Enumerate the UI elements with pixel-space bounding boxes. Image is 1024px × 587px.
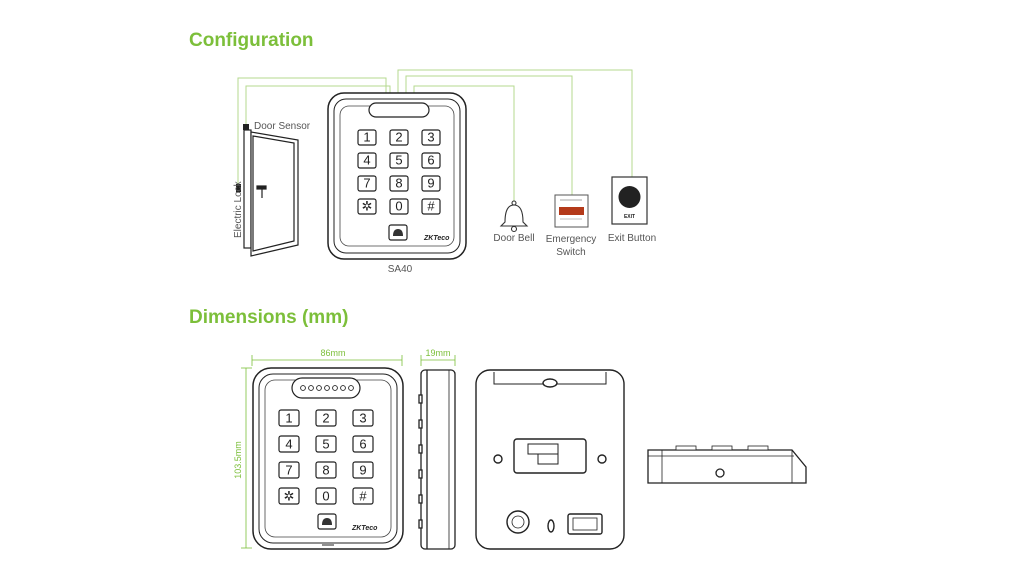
width-label: 86mm — [320, 348, 345, 358]
depth-label: 19mm — [425, 348, 450, 358]
front-key: 2 — [322, 411, 329, 426]
sensor-dot — [300, 385, 306, 391]
cfg-key: 5 — [395, 153, 402, 168]
device-label: SA40 — [388, 264, 413, 275]
front-key: 3 — [359, 411, 366, 426]
front-key-box — [352, 487, 374, 505]
front-key-box — [352, 435, 374, 453]
sensor-dot — [308, 385, 314, 391]
cfg-key: 2 — [395, 130, 402, 145]
emergency-switch-icon — [554, 194, 589, 228]
front-key: ✲ — [284, 489, 295, 504]
cfg-key-box — [421, 129, 441, 146]
cfg-key: 4 — [363, 153, 370, 168]
electric-lock-label: Electric Lock — [233, 180, 244, 238]
front-key: # — [359, 489, 367, 504]
sensor-dot — [332, 385, 338, 391]
cfg-key: 9 — [427, 176, 434, 191]
wires — [237, 69, 633, 202]
front-key-box — [278, 435, 300, 453]
depth-dimension — [420, 355, 456, 366]
height-dimension — [241, 367, 252, 549]
bottom-view — [647, 445, 807, 484]
keypad: 1 2 3 4 5 6 7 8 9 ✲ 0 # — [357, 129, 441, 215]
emergency-switch-label-1: Emergency — [546, 234, 597, 245]
bell-key-icon — [393, 229, 403, 236]
exit-plate-text: EXIT — [624, 214, 635, 220]
cfg-key-box — [389, 198, 409, 215]
cfg-key: ✲ — [362, 199, 373, 214]
cfg-key-box — [357, 198, 377, 215]
exit-button-icon: EXIT — [611, 176, 648, 225]
front-key: 0 — [322, 489, 329, 504]
front-key-box — [315, 409, 337, 427]
front-key-box — [278, 461, 300, 479]
configuration-title: Configuration — [189, 30, 314, 51]
door-sensor-label: Door Sensor — [254, 121, 311, 132]
sensor-dot — [324, 385, 330, 391]
cfg-key: 0 — [395, 199, 402, 214]
front-bell-key-icon — [322, 518, 332, 525]
front-key: 9 — [359, 463, 366, 478]
sensor-dot — [316, 385, 322, 391]
back-view — [475, 369, 625, 550]
brand-logo: ZKTeco — [423, 235, 450, 242]
cfg-key: 6 — [427, 153, 434, 168]
front-view: 1 2 3 4 5 6 7 8 9 ✲ 0 # ZKTeco — [252, 367, 404, 550]
front-key: 6 — [359, 437, 366, 452]
door-bell-label: Door Bell — [493, 233, 534, 244]
cfg-key: 8 — [395, 176, 402, 191]
cfg-key-box — [421, 152, 441, 169]
height-label: 103.5mm — [233, 441, 243, 479]
cfg-key-box — [389, 129, 409, 146]
door-sensor-marker — [243, 124, 249, 130]
width-dimension — [251, 355, 403, 366]
cfg-key-box — [389, 175, 409, 192]
front-key: 4 — [285, 437, 292, 452]
exit-button-label: Exit Button — [608, 233, 656, 244]
sensor-dots — [300, 385, 354, 391]
front-keypad: 1 2 3 4 5 6 7 8 9 ✲ 0 # — [278, 409, 374, 505]
cfg-key-box — [389, 152, 409, 169]
sensor-dot — [340, 385, 346, 391]
electric-lock-marker — [236, 184, 241, 192]
sa40-device: 1 2 3 4 5 6 7 8 9 ✲ 0 # ZKTeco — [327, 92, 467, 260]
cfg-key-box — [357, 129, 377, 146]
front-key-box — [315, 487, 337, 505]
front-key-box — [352, 461, 374, 479]
dimensions-title: Dimensions (mm) — [189, 307, 349, 328]
sensor-dot — [348, 385, 354, 391]
cfg-key-box — [421, 198, 441, 215]
cfg-key-box — [357, 152, 377, 169]
cfg-key: 1 — [363, 130, 370, 145]
cfg-key: 7 — [363, 176, 370, 191]
front-key: 7 — [285, 463, 292, 478]
front-key: 8 — [322, 463, 329, 478]
front-brand-logo: ZKTeco — [351, 525, 378, 532]
cfg-key-box — [421, 175, 441, 192]
door-bell-icon — [499, 200, 529, 233]
front-key-box — [278, 487, 300, 505]
cfg-key-box — [357, 175, 377, 192]
front-key-box — [315, 435, 337, 453]
emergency-switch-label-2: Switch — [556, 247, 585, 258]
door-drawing — [243, 129, 299, 257]
front-key-box — [315, 461, 337, 479]
front-key-box — [352, 409, 374, 427]
front-key: 1 — [285, 411, 292, 426]
front-key-box — [278, 409, 300, 427]
cfg-key: # — [427, 199, 435, 214]
front-key: 5 — [322, 437, 329, 452]
cfg-key: 3 — [427, 130, 434, 145]
side-view — [418, 369, 456, 550]
